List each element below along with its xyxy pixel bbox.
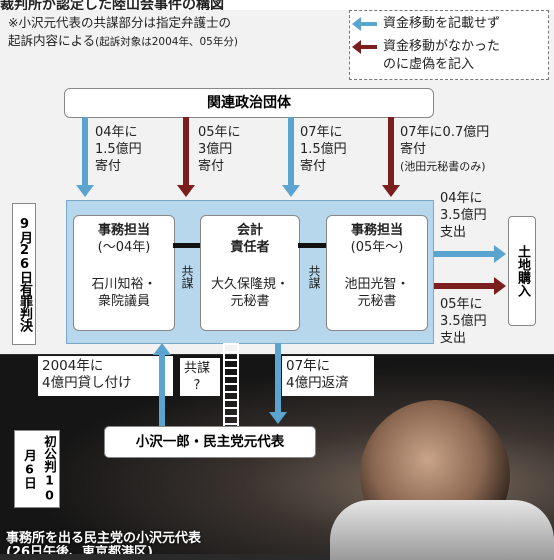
payment-05-line2: 3.5億円 xyxy=(440,314,487,329)
repay-label-bg xyxy=(282,356,374,396)
donation-3-line3: 寄付 xyxy=(300,159,327,174)
loan-line2: 4億円貸し付け xyxy=(42,375,132,391)
kyobo-q-bg xyxy=(180,358,220,396)
note: ※小沢元代表の共謀部分は指定弁護士の 起訴内容による(起訴対象は2004年、05… xyxy=(8,14,353,51)
payment-arrowhead-04-icon xyxy=(494,245,506,263)
donation-arrowhead-4-icon xyxy=(382,185,400,197)
staff-box-ishikawa: 事務担当 (〜04年) 石川知裕・ 衆院議員 xyxy=(73,215,175,331)
legend-blue-arrowhead-icon xyxy=(352,17,361,31)
legend-red-arrow xyxy=(357,45,377,49)
kyobo-q-line1: 共謀 xyxy=(184,361,211,376)
verdict-label: 9月26日有罪判決 xyxy=(12,203,36,345)
donation-1-line2: 1.5億円 xyxy=(95,142,142,157)
staff-2-name1: 大久保隆規・ xyxy=(210,277,289,292)
donation-2-line1: 05年に xyxy=(198,125,241,140)
loan-line1: 2004年に xyxy=(42,358,104,374)
donation-2-line3: 寄付 xyxy=(198,159,225,174)
loan-arrowhead-icon xyxy=(153,343,171,355)
note-line2-small: (起訴対象は2004年、05年分) xyxy=(95,36,238,48)
donation-1-label: 04年に 1.5億円 寄付 xyxy=(95,124,142,175)
kyobo-label-1: 共謀 xyxy=(180,265,194,289)
legend-blue-label: 資金移動を記載せず xyxy=(383,16,501,31)
legend-red-arrowhead-icon xyxy=(352,40,361,54)
payment-04-label: 04年に 3.5億円 支出 xyxy=(440,190,487,241)
ozawa-box: 小沢一郎・民主党元代表 xyxy=(104,426,316,458)
payment-04-line3: 支出 xyxy=(440,225,467,240)
donation-1-line1: 04年に xyxy=(95,125,138,140)
repay-arrowhead-icon xyxy=(269,412,287,424)
repay-line2: 4億円返済 xyxy=(286,375,349,391)
photo-ozawa-shirt xyxy=(330,500,554,560)
note-line1: ※小沢元代表の共謀部分は指定弁護士の xyxy=(8,15,231,30)
donation-arrow-1 xyxy=(82,117,88,187)
photo-caption-line2: (26日午後、東京都港区) xyxy=(6,545,153,554)
land-purchase-box: 土地購入 xyxy=(508,216,536,326)
staff-3-name2: 元秘書 xyxy=(357,294,397,309)
staff-3-role2: (05年〜) xyxy=(350,240,404,255)
conspiracy-ladder xyxy=(223,343,239,427)
payment-05-line1: 05年に xyxy=(440,297,483,312)
staff-1-name2: 衆院議員 xyxy=(97,294,150,309)
legend-red-label-2: のに虚偽を記入 xyxy=(383,57,475,72)
legend-blue-arrow xyxy=(357,22,377,26)
staff-2-name2: 元秘書 xyxy=(230,294,270,309)
staff-1-role1: 事務担当 xyxy=(97,223,150,238)
note-line2: 起訴内容による xyxy=(8,33,96,48)
first-trial-label: 初公判10月6日 xyxy=(14,430,60,508)
donation-4-label: 07年に0.7億円 寄付 (池田元秘書のみ) xyxy=(400,124,489,175)
header-title: 裁判所が認定した陸山会事件の構図 xyxy=(0,0,554,10)
donation-4-line2: 寄付 xyxy=(400,142,427,157)
donation-2-label: 05年に 3億円 寄付 xyxy=(198,124,241,175)
payment-arrow-04 xyxy=(434,251,496,257)
payment-05-label: 05年に 3.5億円 支出 xyxy=(440,296,487,347)
donation-3-label: 07年に 1.5億円 寄付 xyxy=(300,124,347,175)
kyobo-label-2: 共謀 xyxy=(307,265,321,289)
donation-4-line1: 07年に0.7億円 xyxy=(400,125,490,140)
staff-3-name1: 池田光智・ xyxy=(344,277,410,292)
donation-arrowhead-1-icon xyxy=(76,185,94,197)
donation-arrow-3 xyxy=(288,117,294,187)
payment-05-line3: 支出 xyxy=(440,331,467,346)
payment-arrowhead-05-icon xyxy=(494,277,506,295)
donation-arrow-2 xyxy=(183,117,189,187)
donation-3-line1: 07年に xyxy=(300,125,343,140)
staff-3-role1: 事務担当 xyxy=(350,223,403,238)
loan-label: 2004年に 4億円貸し付け xyxy=(42,358,132,392)
kyobo-q-line2: ? xyxy=(193,378,201,393)
loan-arrow xyxy=(159,355,165,427)
org-box: 関連政治団体 xyxy=(64,88,434,118)
payment-04-line2: 3.5億円 xyxy=(440,208,487,223)
donation-arrow-4 xyxy=(388,117,394,187)
staff-box-ikeda: 事務担当 (05年〜) 池田光智・ 元秘書 xyxy=(326,215,428,331)
donation-arrowhead-3-icon xyxy=(282,185,300,197)
donation-4-line3: (池田元秘書のみ) xyxy=(400,160,486,173)
staff-box-okubo: 会計 責任者 大久保隆規・ 元秘書 xyxy=(200,215,300,331)
staff-2-role2: 責任者 xyxy=(230,240,270,255)
connector-2 xyxy=(298,243,326,248)
payment-04-line1: 04年に xyxy=(440,191,483,206)
repay-line1: 07年に xyxy=(286,358,331,374)
loan-label-bg xyxy=(38,356,173,396)
donation-1-line3: 寄付 xyxy=(95,159,122,174)
donation-arrowhead-2-icon xyxy=(177,185,195,197)
connector-1 xyxy=(173,243,200,248)
photo-caption-line1: 事務所を出る民主党の小沢元代表 xyxy=(6,531,202,546)
staff-1-role2: (〜04年) xyxy=(97,240,151,255)
staff-2-role1: 会計 xyxy=(236,223,263,238)
donation-3-line2: 1.5億円 xyxy=(300,142,347,157)
payment-arrow-05 xyxy=(434,283,496,289)
repay-label: 07年に 4億円返済 xyxy=(286,358,349,392)
legend-red-label-1: 資金移動がなかった xyxy=(383,39,501,54)
kyobo-q-label: 共謀 ? xyxy=(184,360,210,394)
donation-2-line2: 3億円 xyxy=(198,142,233,157)
legend-box xyxy=(349,10,549,80)
repay-arrow xyxy=(275,343,281,413)
staff-1-name1: 石川知裕・ xyxy=(91,277,157,292)
